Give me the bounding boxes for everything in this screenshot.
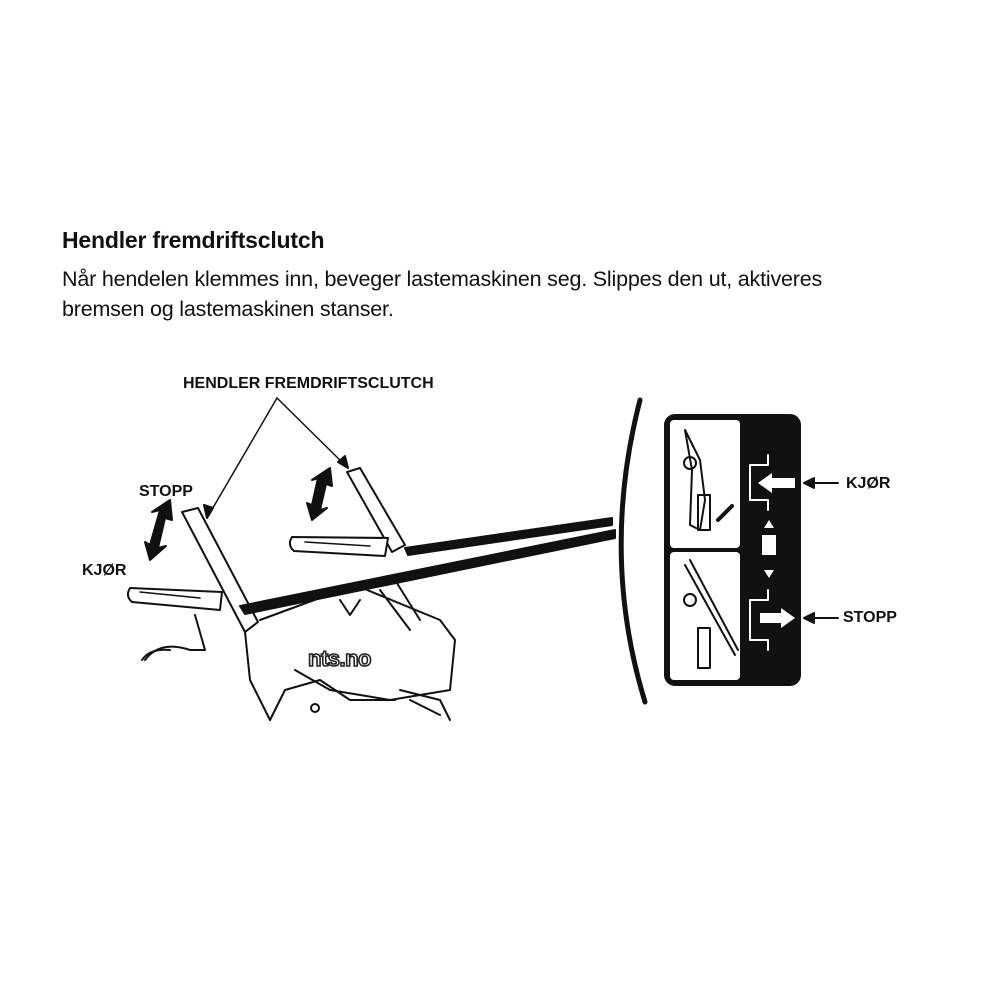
body-text-line: bremsen og lastemaskinen stanser.	[62, 297, 394, 321]
decal-stop-label: STOPP	[843, 609, 897, 626]
watermark-logo: nts.no	[307, 645, 372, 672]
decal-drive-label: KJØR	[846, 475, 891, 492]
left-stop-label: STOPP	[139, 483, 193, 500]
left-drive-label: KJØR	[82, 562, 127, 579]
callout-label: HENDLER FREMDRIFTSCLUTCH	[183, 375, 434, 392]
body-text-line: Når hendelen klemmes inn, beveger lastem…	[62, 267, 823, 291]
section-title: Hendler fremdriftsclutch	[62, 227, 325, 253]
